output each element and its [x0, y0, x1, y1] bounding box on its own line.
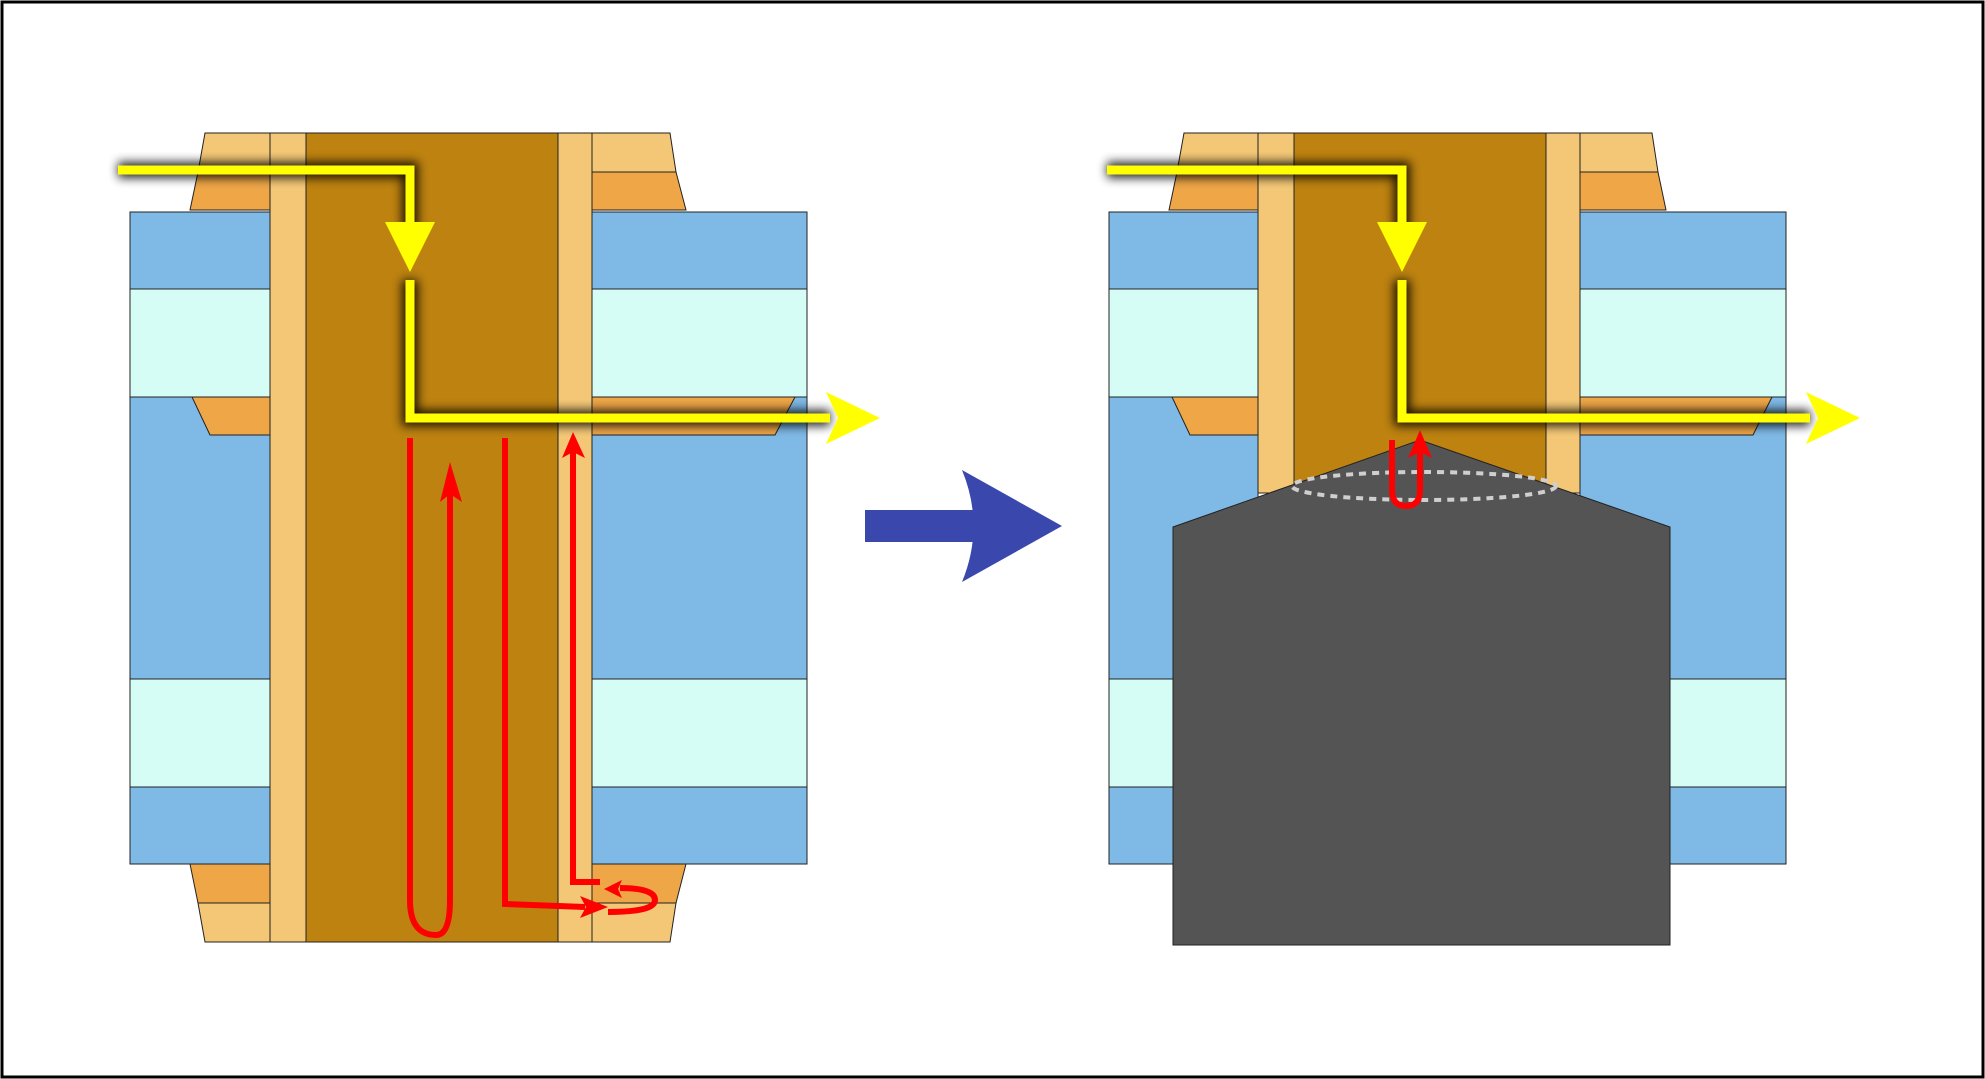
- stub-reflections: [407, 432, 659, 939]
- dielectric-layer: [591, 396, 808, 680]
- down-arrow-icon: [1377, 222, 1427, 272]
- right-arrow-icon: [826, 392, 880, 444]
- dielectric-layer: [1579, 288, 1787, 398]
- bottom-pad: [197, 902, 271, 943]
- dielectric-layer: [591, 288, 808, 398]
- stub-path: [502, 438, 586, 910]
- up-arrow-icon: [1408, 430, 1432, 458]
- stub-path: [570, 448, 600, 885]
- dielectric-layer: [591, 211, 808, 290]
- pcb-layer-stack-left: [129, 211, 808, 865]
- down-arrow-icon: [385, 222, 435, 272]
- signal-path-left: [118, 162, 880, 444]
- reflection-loop: [407, 438, 453, 939]
- plating-wall: [1545, 132, 1581, 494]
- signal-trace: [405, 280, 830, 423]
- plating-wall: [1257, 132, 1295, 494]
- signal-trace: [1397, 280, 1810, 423]
- backdrill-tool: [1172, 439, 1671, 946]
- signal-trace: [1107, 165, 1407, 235]
- arrow-shaft: [865, 510, 975, 542]
- via-core: [305, 132, 559, 943]
- left-arrow-icon: [604, 880, 622, 898]
- dielectric-layer: [129, 786, 271, 865]
- dielectric-layer: [591, 678, 808, 788]
- dielectric-layer: [129, 678, 271, 788]
- dielectric-layer: [591, 786, 808, 865]
- panel-before: [118, 132, 880, 943]
- dielectric-layer: [129, 211, 271, 290]
- dielectric-layer: [129, 288, 271, 398]
- top-pad: [1579, 171, 1667, 211]
- dielectric-layer: [1108, 211, 1259, 290]
- dielectric-layer: [1108, 288, 1259, 398]
- reflection-curl: [607, 885, 659, 915]
- reflection-loop: [1389, 440, 1423, 510]
- bottom-pad: [591, 863, 687, 904]
- top-pad: [1579, 132, 1659, 173]
- right-arrow-icon: [1806, 392, 1860, 444]
- dielectric-layer: [129, 396, 271, 680]
- residual-reflection: [1389, 430, 1432, 510]
- top-pad: [591, 132, 677, 173]
- pcb-layer-stack-right: [1108, 211, 1787, 865]
- panel-after: [1107, 132, 1860, 946]
- up-arrow-icon: [440, 462, 462, 502]
- up-arrow-icon: [562, 432, 585, 458]
- plating-wall: [269, 132, 307, 943]
- signal-path-right: [1107, 162, 1860, 444]
- bottom-pad: [189, 863, 271, 904]
- right-arrow-icon: [580, 896, 608, 918]
- right-arrow-icon: [962, 470, 1062, 582]
- signal-trace: [118, 165, 415, 235]
- transition-arrow: [865, 470, 1062, 582]
- via-barrel-left: [269, 132, 593, 943]
- drilled-hole-outline: [1290, 470, 1558, 502]
- top-pad: [591, 171, 687, 211]
- dielectric-layer: [1579, 211, 1787, 290]
